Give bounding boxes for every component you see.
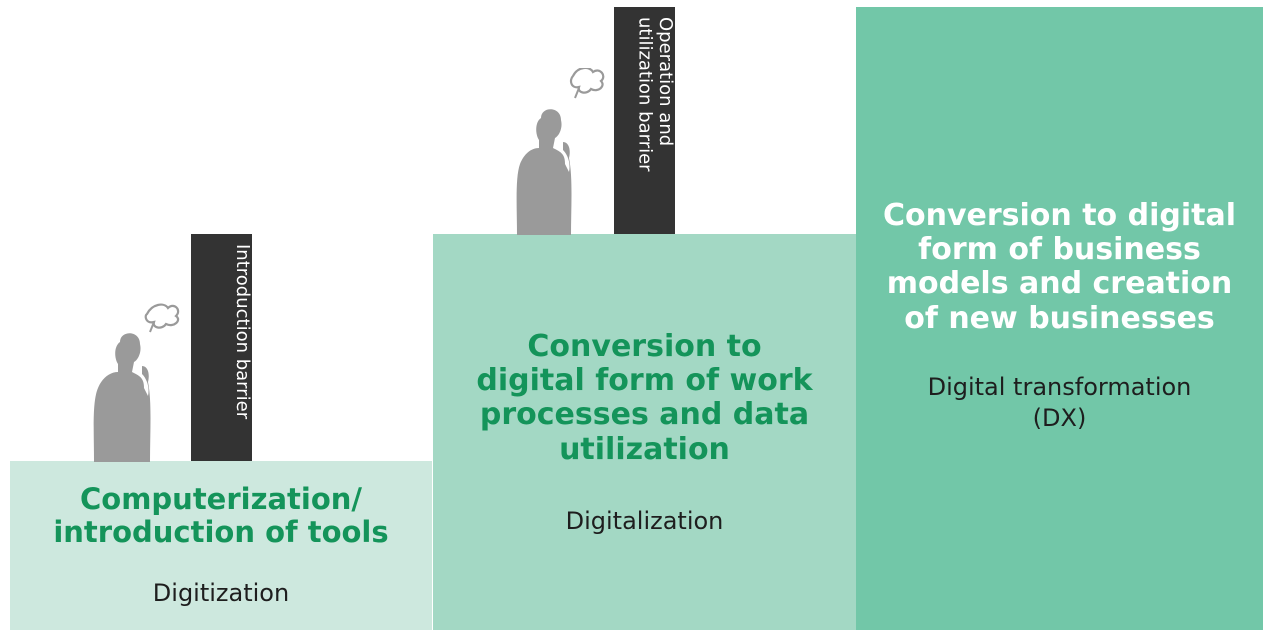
thought-scribble-icon <box>569 68 605 94</box>
step-heading: Conversion to digital form of business m… <box>882 198 1236 336</box>
step-digitization: Computerization/ introduction of tools D… <box>10 461 432 630</box>
operation-utilization-barrier: Operation and utilization barrier <box>614 7 676 234</box>
thinking-person-icon <box>516 68 605 235</box>
step-heading: Computerization/ introduction of tools <box>53 482 389 550</box>
thought-scribble-icon <box>144 303 180 329</box>
barrier-label: Introduction barrier <box>232 244 253 420</box>
introduction-barrier: Introduction barrier <box>191 234 253 461</box>
step-subtitle: Digitization <box>152 579 290 607</box>
thinking-person-icon <box>93 303 180 462</box>
step-digital-transformation: Conversion to digital form of business m… <box>856 7 1263 630</box>
step-digitalization: Conversion to digital form of work proce… <box>433 234 856 630</box>
step-heading: Conversion to digital form of work proce… <box>476 329 813 467</box>
step-subtitle: Digitalization <box>565 507 724 535</box>
barrier-label: Operation and utilization barrier <box>634 17 676 172</box>
step-subtitle: Digital transformation (DX) <box>927 373 1192 433</box>
